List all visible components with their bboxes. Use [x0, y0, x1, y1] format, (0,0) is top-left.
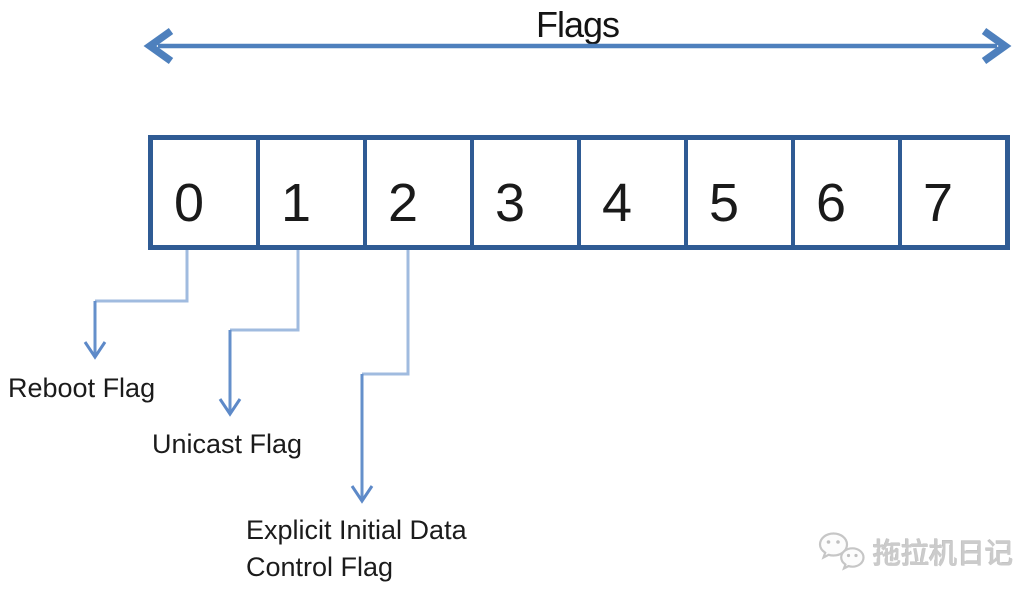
- bit-cell-1: 1: [260, 140, 367, 245]
- bit-cell-5: 5: [688, 140, 795, 245]
- bit-number: 0: [174, 173, 205, 233]
- bit-cell-7: 7: [902, 140, 1005, 245]
- diagram-title: Flags: [535, 4, 620, 45]
- label-unicast-flag: Unicast Flag: [152, 429, 303, 459]
- bit-cell-6: 6: [795, 140, 902, 245]
- bit-cell-3: 3: [474, 140, 581, 245]
- flags-byte-row: 0 1 2 3 4 5 6 7: [148, 135, 1010, 250]
- bit-number: 3: [495, 173, 526, 233]
- bit-cell-4: 4: [581, 140, 688, 245]
- label-line-2: Control Flag: [246, 552, 394, 582]
- bit-number: 6: [816, 173, 847, 233]
- bit-number: 4: [602, 173, 633, 233]
- bit-number: 5: [709, 173, 740, 233]
- bit2-connector-arrow: [350, 250, 410, 504]
- label-explicit-initial-data-control-flag: Explicit Initial Data Control Flag: [246, 512, 467, 586]
- watermark: 拖拉机日记: [818, 531, 1013, 573]
- bit1-connector-arrow: [218, 250, 300, 417]
- flags-range-arrow: [143, 27, 1012, 65]
- bit0-connector-arrow: [83, 250, 189, 360]
- label-line-1: Explicit Initial Data: [246, 515, 467, 545]
- wechat-icon: [818, 532, 865, 571]
- watermark-text: 拖拉机日记: [873, 538, 1014, 569]
- bit-number: 1: [281, 173, 312, 233]
- bit-cell-2: 2: [367, 140, 474, 245]
- label-reboot-flag: Reboot Flag: [8, 373, 156, 403]
- bit-cell-0: 0: [153, 140, 260, 245]
- bit-number: 2: [388, 173, 419, 233]
- bit-number: 7: [923, 173, 954, 233]
